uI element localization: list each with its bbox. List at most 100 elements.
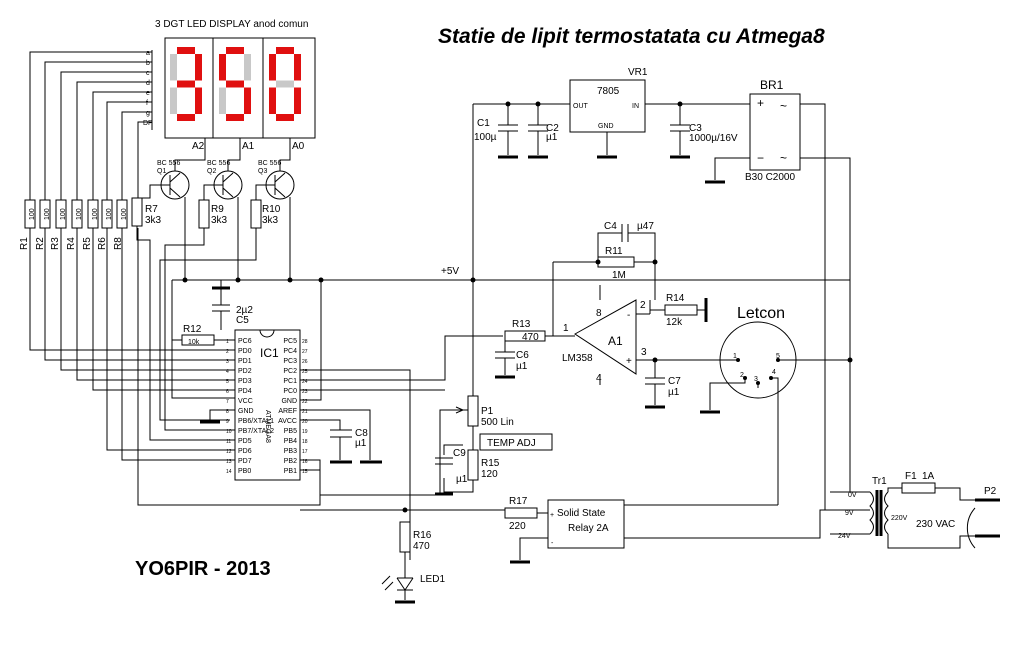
mcu-pin-number: 24 [302, 379, 308, 385]
anode-label-a1: A1 [242, 141, 255, 152]
q1-ref: Q1 [157, 168, 166, 175]
led-display [164, 37, 316, 139]
segment-a [276, 47, 294, 54]
q3-ref: Q3 [258, 168, 267, 175]
q2-ref: Q2 [207, 168, 216, 175]
connector-pin2: 2 [740, 372, 744, 379]
transistor-q3 [265, 170, 295, 200]
mcu-pin-number: 11 [226, 439, 231, 445]
br1-name: B30 C2000 [745, 172, 795, 183]
mcu-pin-label: PB3 [284, 448, 297, 455]
connector-pin1: 1 [733, 353, 737, 360]
r14-value: 12k [666, 317, 683, 328]
connector-pin5: 5 [776, 353, 780, 360]
mcu-pin-number: 18 [302, 439, 308, 445]
led-indicator [381, 521, 414, 600]
r1-value: 100 [29, 208, 36, 220]
r14-ref: R14 [666, 293, 685, 304]
opamp-pin2: 2 [640, 300, 646, 311]
r7-value: 3k3 [145, 215, 162, 226]
mcu-pin-label: PB6/XTAL1 [238, 418, 274, 425]
mcu-pin-label: PC3 [283, 358, 297, 365]
br1-ac2: ~ [780, 151, 787, 165]
connector-name: Letcon [737, 305, 785, 322]
capacitor-c7 [645, 360, 665, 405]
segment-e [219, 87, 226, 114]
c3-value: 1000µ/16V [689, 133, 738, 144]
base-resistors [131, 184, 291, 441]
segment-f [269, 54, 276, 81]
mcu-pin-number: 19 [302, 429, 308, 435]
segment-e [170, 87, 177, 114]
capacitor-c5 [212, 280, 230, 330]
r3-ref: R3 [50, 237, 61, 250]
mcu-pin-number: 7 [226, 399, 229, 405]
c5-ref: C5 [236, 315, 249, 326]
segment-d [276, 114, 294, 121]
segment-a [177, 47, 195, 54]
transistor-q2 [213, 170, 243, 200]
segment-e [269, 87, 276, 114]
resistor-r13 [495, 330, 575, 375]
r9-ref: R9 [211, 204, 224, 215]
vr1-out: OUT [573, 103, 589, 110]
temp-adjust-network [435, 395, 479, 493]
mcu-pin-number: 2 [226, 349, 229, 355]
mcu-pin-number: 13 [226, 459, 232, 465]
mcu-pin-label: PC2 [283, 368, 297, 375]
r10-ref: R10 [262, 204, 281, 215]
mcu-pin-number: 22 [302, 399, 308, 405]
mcu-pin-number: 16 [302, 459, 308, 465]
r12-ref: R12 [183, 324, 202, 335]
segment-pin-d: d [146, 80, 150, 87]
mcu-pin-label: PD0 [238, 348, 252, 355]
opamp-plus: + [626, 356, 632, 367]
segment-d [226, 114, 244, 121]
c1-value: 100µ [474, 132, 497, 143]
mcu-pin-number: 12 [226, 449, 232, 455]
digit-1 [170, 47, 202, 121]
mcu-pin-label: PC0 [283, 388, 297, 395]
c9-value: µ1 [456, 474, 468, 485]
relay-minus: - [551, 540, 554, 547]
mcu-pin-number: 28 [302, 339, 308, 345]
temp-adj-label: TEMP ADJ [487, 438, 536, 449]
mcu-pin-label: VCC [238, 398, 253, 405]
segment-c [294, 87, 301, 114]
mcu-pin-label: PB2 [284, 458, 297, 465]
mcu-pin-number: 3 [226, 359, 229, 365]
c7-value: µ1 [668, 387, 680, 398]
mcu-pin-number: 6 [226, 389, 229, 395]
mcu-pin-number: 27 [302, 349, 308, 355]
vr1-name: 7805 [597, 86, 620, 97]
r1-ref: R1 [19, 237, 30, 250]
r4-ref: R4 [66, 237, 77, 250]
mcu-pin-number: 26 [302, 359, 308, 365]
vr1-gnd: GND [598, 123, 614, 130]
opamp-pin3: 3 [641, 347, 647, 358]
opamp-a1 [552, 262, 720, 385]
r10-value: 3k3 [262, 215, 279, 226]
mcu-pin-label: PD6 [238, 448, 252, 455]
c7-ref: C7 [668, 376, 681, 387]
r12-value: 10k [188, 339, 200, 346]
mcu-pin-label: PC1 [283, 378, 297, 385]
relay-line2: Relay 2A [568, 523, 609, 534]
connector-pin3: 3 [754, 376, 758, 383]
segment-b [294, 54, 301, 81]
br1-minus: − [757, 151, 764, 165]
c6-value: µ1 [516, 361, 528, 372]
r8-value: 100 [121, 208, 128, 220]
r16-value: 470 [413, 541, 430, 552]
q2-type: BC 556 [207, 160, 230, 167]
mcu-pin-label: PB4 [284, 438, 297, 445]
segment-pin-c: c [146, 70, 150, 77]
br1-ac1: ~ [780, 99, 787, 113]
segment-f [219, 54, 226, 81]
c4-ref: C4 [604, 221, 617, 232]
primary-voltage: 220V [891, 515, 908, 522]
opamp-minus: - [627, 310, 630, 321]
opamp-name: LM358 [562, 353, 593, 364]
mcu-ref: IC1 [260, 346, 279, 360]
mcu-atmega8: PC61PD02PD13PD24PD35PD46VCC7GND8PB6/XTAL… [226, 329, 308, 481]
